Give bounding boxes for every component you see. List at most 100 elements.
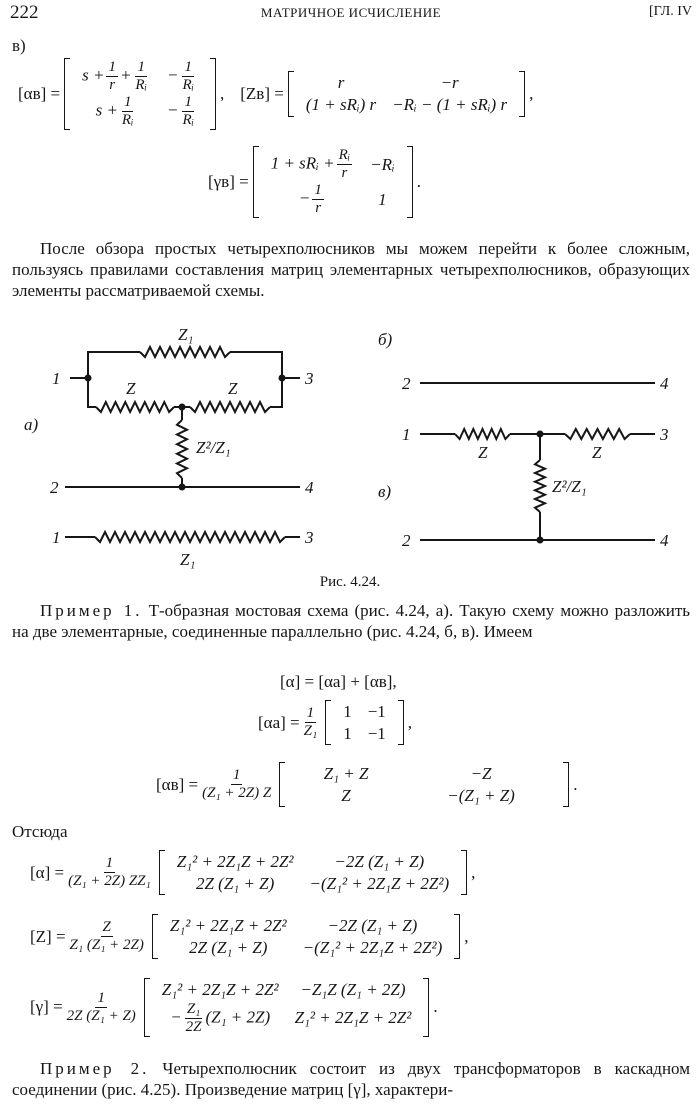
den: 2Z (Z₁ + Z) <box>66 1007 136 1024</box>
label-shunt: Z²/Z₁ <box>552 477 587 496</box>
cell: −Rᵢ − (1 + sRᵢ) r <box>392 95 508 114</box>
resistor-z-right <box>189 399 271 415</box>
num: 1 <box>182 59 194 77</box>
den: Rᵢ <box>121 112 134 128</box>
cell: 2Z (Z₁ + Z) <box>189 937 268 957</box>
cell: −(Z₁² + 2Z₁Z + 2Z²) <box>302 937 443 957</box>
resistor-shunt <box>174 419 190 479</box>
matrix-z-v: r−r (1 + sRᵢ) r−Rᵢ − (1 + sRᵢ) r <box>287 71 526 117</box>
equation-sum: [α] = [αа] + [αв], <box>280 672 397 691</box>
example-text: Четырехполюсник состоит из двух трансфор… <box>12 1059 690 1099</box>
case-label: в) <box>12 36 26 55</box>
matrix-z: Z₁² + 2Z₁Z + 2Z² −2Z (Z₁ + Z) 2Z (Z₁ + Z) −… <box>151 914 461 960</box>
comma: , <box>529 84 534 103</box>
example-2: Пример 2. Четырехполюсник состоит из дву… <box>12 1058 690 1100</box>
num: 1 <box>106 59 118 77</box>
cell: −2Z (Z₁ + Z) <box>334 852 425 871</box>
resistor-z-left <box>95 399 175 415</box>
label-z: Z <box>126 379 136 398</box>
terminal-label: 4 <box>305 478 314 497</box>
node-dot <box>278 374 286 382</box>
resistor-z-right <box>564 426 631 442</box>
den: Z₁ <box>303 723 318 740</box>
comma: , <box>407 712 413 732</box>
cell: 2Z (Z₁ + Z) <box>195 873 275 893</box>
den: (Z₁ + 2Z) ZZ₁ <box>68 873 151 890</box>
example-heading: Пример 1. <box>40 601 143 620</box>
cell: −Z₁Z (Z₁ + 2Z) <box>300 980 406 999</box>
example-1: Пример 1. Т-образная мостовая схема (рис… <box>12 600 690 642</box>
term: − <box>166 65 179 85</box>
chapter-label: [ГЛ. IV <box>649 4 692 19</box>
resistor-z1-bottom <box>94 529 286 545</box>
node-dot <box>178 483 186 491</box>
circuit-a <box>65 344 300 545</box>
term: + <box>119 65 132 85</box>
cell: (1 + sRᵢ) r <box>305 95 377 114</box>
num: 1 <box>230 767 243 786</box>
term: (Z₁ + 2Z) <box>205 1006 271 1026</box>
resistor-shunt <box>532 459 548 513</box>
cell: −(Z₁² + 2Z₁Z + 2Z²) <box>309 873 450 893</box>
cell: r <box>337 73 345 93</box>
figure-4-24: Z₁ 1 3 Z Z а) Z²/Z₁ 2 4 1 3 Z₁ б) 2 4 1 … <box>24 325 669 569</box>
num: Z <box>100 919 113 938</box>
cell: −Z <box>470 764 492 783</box>
terminal-label: 4 <box>660 531 669 550</box>
eq-label: [αв] = <box>18 84 61 103</box>
term: − <box>298 188 311 208</box>
terminal-label: 3 <box>304 369 314 388</box>
eq-label: [α] = <box>30 862 65 882</box>
num: 1 <box>304 705 317 724</box>
num: Z₁ <box>184 1000 203 1019</box>
cell: −1 <box>367 723 386 743</box>
den: r <box>315 200 322 216</box>
terminal-label: 1 <box>402 425 411 444</box>
eq-label: [αа] = <box>258 712 300 732</box>
num: 1 <box>182 94 194 112</box>
den: Z₁ (Z₁ + 2Z) <box>69 937 144 954</box>
terminal-label: 2 <box>402 374 411 393</box>
eq-label: [γв] = <box>208 172 249 191</box>
resistor-z1-top <box>139 344 231 360</box>
eq-label: [γ] = <box>30 997 63 1017</box>
example-heading: Пример 2. <box>40 1059 150 1078</box>
term: s + <box>95 100 118 120</box>
den: r <box>109 77 116 93</box>
cell: 1 <box>343 723 352 743</box>
cell: −(Z₁ + Z) <box>447 785 515 805</box>
term: − <box>170 1006 182 1026</box>
subfigure-label: в) <box>378 482 391 501</box>
eq-label: [Z] = <box>30 926 66 946</box>
terminal-label: 3 <box>304 528 314 547</box>
hence-label: Отсюда <box>12 822 68 841</box>
example-text: Т-образная мостовая схема (рис. 4.24, а)… <box>12 601 690 641</box>
label-z: Z <box>228 379 238 398</box>
num: Rᵢ <box>336 147 353 165</box>
subfigure-label: а) <box>24 415 39 434</box>
terminal-label: 2 <box>50 478 59 497</box>
running-title: МАТРИЧНОЕ ИСЧИСЛЕНИЕ <box>260 5 442 20</box>
num: 1 <box>121 94 134 112</box>
cell: −2Z (Z₁ + Z) <box>327 916 418 935</box>
nodes <box>84 374 544 544</box>
terminal-label: 3 <box>659 425 669 444</box>
terminal-label: 1 <box>52 369 61 388</box>
wire <box>420 382 655 541</box>
figure-caption: Рис. 4.24. <box>319 574 381 590</box>
page-header: 222 МАТРИЧНОЕ ИСЧИСЛЕНИЕ [ГЛ. IV <box>10 2 692 26</box>
paragraph-text: После обзора простых четырехполюсников м… <box>12 239 690 300</box>
subfigure-label: б) <box>378 330 393 349</box>
cell: 1 <box>343 702 352 721</box>
den: Rᵢ <box>135 77 147 93</box>
cell: Z₁² + 2Z₁Z + 2Z² <box>169 916 287 935</box>
comma: , <box>471 862 476 882</box>
